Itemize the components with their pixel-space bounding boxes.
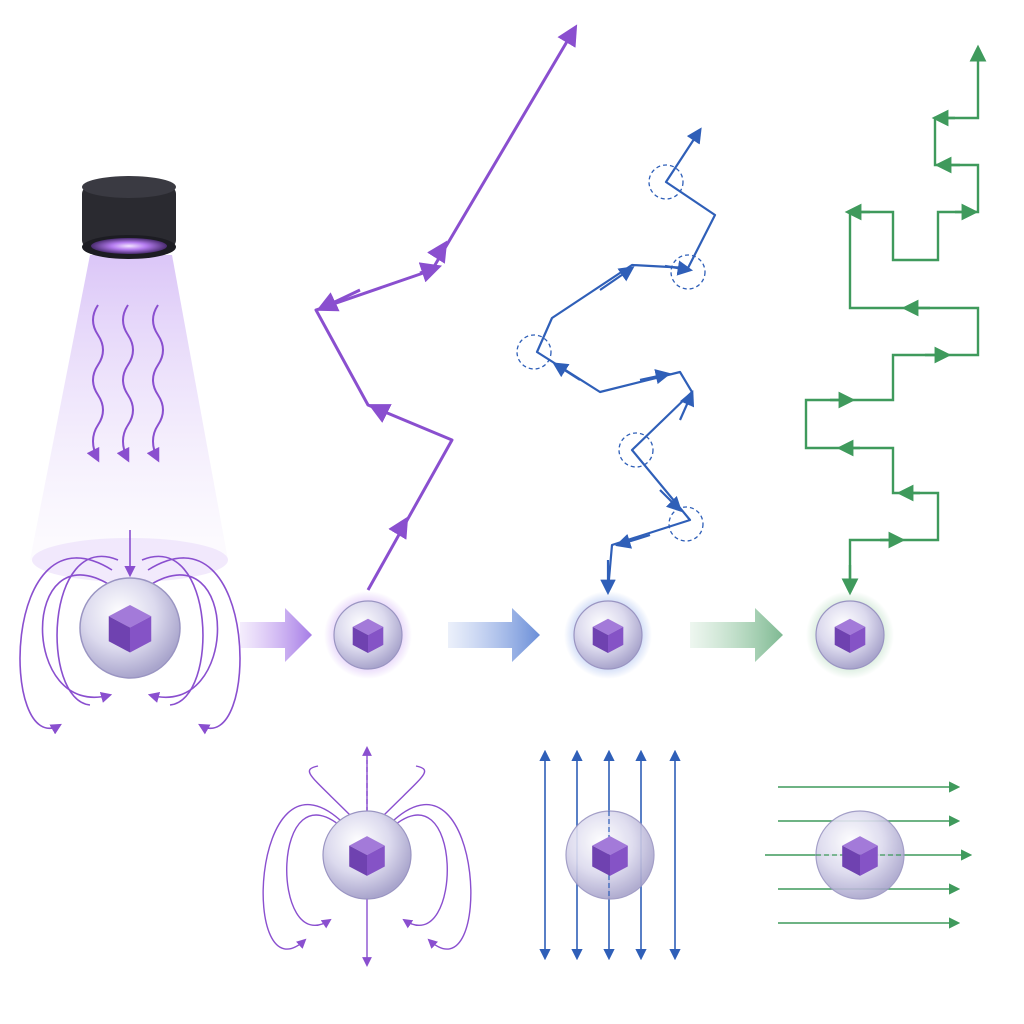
path-stepwise bbox=[804, 44, 987, 596]
field-panel-horizontal bbox=[765, 781, 973, 929]
particle-illuminated bbox=[79, 577, 181, 679]
path-ballistic bbox=[314, 24, 578, 591]
particle-ballistic bbox=[324, 591, 412, 679]
uv-lamp-icon bbox=[82, 176, 176, 259]
collision-markers bbox=[516, 164, 706, 542]
block-arrow-right-icon bbox=[240, 608, 312, 662]
particle-diffusive bbox=[564, 591, 652, 679]
block-arrow-right-icon bbox=[448, 608, 540, 662]
field-panel-dipole bbox=[262, 746, 472, 967]
light-beam bbox=[30, 255, 228, 560]
path-diffusive bbox=[535, 127, 717, 596]
field-panel-vertical bbox=[539, 749, 681, 961]
particle-stepwise bbox=[806, 591, 894, 679]
light-source-group bbox=[30, 176, 228, 582]
field-lines-dipole bbox=[19, 530, 241, 735]
block-arrow-right-icon bbox=[690, 608, 783, 662]
wavy-arrow-icon bbox=[86, 304, 164, 463]
